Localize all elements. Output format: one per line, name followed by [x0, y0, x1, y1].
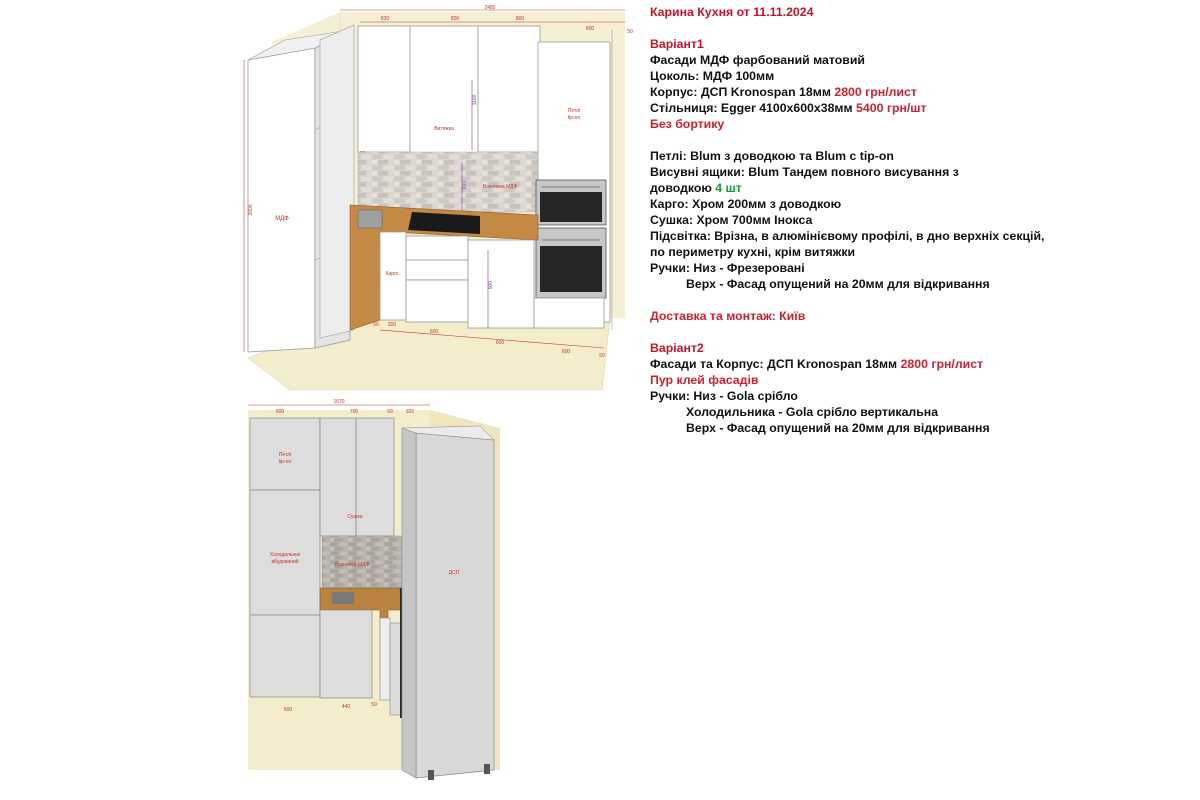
variant1-heading: Варіант1: [650, 37, 704, 51]
dim2-bottom-600: 600: [284, 707, 293, 713]
dim-height-total: 2600: [248, 204, 254, 215]
variant1-body-label: Корпус: ДСП Kronospan 18мм: [650, 85, 831, 99]
label2-fridge-1: Холодильник: [270, 552, 301, 558]
label2-backsplash: Вохнянка МДФ: [335, 562, 370, 568]
variant1-body: Корпус: ДСП Kronospan 18мм 2800 грн/лист: [650, 84, 1195, 100]
dim2-total-width: 1670: [333, 399, 344, 405]
label-tipon-top: tip-on: [568, 115, 581, 121]
dim-w5: 50: [627, 29, 633, 35]
variant1-countertop: Стільниця: Egger 4100х600х38мм 5400 грн/…: [650, 100, 1195, 116]
dim-w3: 800: [516, 16, 525, 22]
label-cargo: Карго: [386, 271, 399, 277]
variant1-body-price: 2800 грн/лист: [834, 85, 917, 99]
variant1-drawers-1: Висувні ящики: Blum Тандем повного висув…: [650, 165, 959, 179]
dim2-w4: 320: [406, 409, 415, 415]
variant2-facades-price: 2800 грн/лист: [900, 357, 984, 371]
dim-upper-height: 1100: [472, 94, 478, 105]
variant2-heading: Варіант2: [650, 341, 704, 355]
variant1-handles-2: Верх - Фасад опущений на 20мм для відкри…: [686, 277, 990, 291]
dim2-bottom-440: 440: [342, 704, 351, 710]
variant1-dryer: Сушка: Хром 700мм Інокса: [650, 213, 813, 227]
variant1-countertop-price: 5400 грн/шт: [856, 101, 927, 115]
label-hinges-top: Петлі: [568, 108, 580, 114]
variant1-hinges: Петлі: Blum з доводкою та Blum c tip-on: [650, 149, 894, 163]
dim2-w1: 600: [276, 409, 285, 415]
dim-bottom-600b: 600: [496, 340, 505, 346]
label2-chipboard: ДСП: [449, 570, 460, 576]
dim-total-width: 2480: [484, 5, 495, 11]
dim-w1: 830: [381, 16, 390, 22]
dim-bottom-600c: 600: [562, 349, 571, 355]
variant1-drawers-count: 4 шт: [715, 181, 742, 195]
variant1-cargo: Карго: Хром 200мм з доводкою: [650, 197, 842, 211]
variant1-delivery: Доставка та монтаж: Київ: [650, 309, 806, 323]
label-hood: Витяжка: [434, 126, 454, 132]
variant1-facades: Фасади МДФ фарбований матовий: [650, 53, 865, 67]
variant2-handles-3: Верх - Фасад опущений на 20мм для відкри…: [686, 421, 990, 435]
dim-w4: 600: [586, 26, 595, 32]
dim2-w3: 50: [387, 409, 393, 415]
dim-bottom-200: 200: [388, 322, 397, 328]
label-backsplash: Вохнянка МДФ: [483, 184, 518, 190]
kitchen-render-side: 1670 600 700 50 320 580 Петлі tip-on Хол…: [248, 399, 500, 780]
kitchen-render-front: 2480 830 800 800 600 50 580 460 2600 МДФ…: [243, 5, 633, 391]
variant2-handles-1: Ручки: Низ - Gola срібло: [650, 389, 798, 403]
dim-base-height: 900: [488, 281, 494, 290]
variant2-handles-2: Холодильника - Gola срібло вертикальна: [686, 405, 939, 419]
variant2-glue: Пур клей фасадів: [650, 373, 759, 387]
label-mdf: МДФ: [275, 216, 289, 222]
dim-backsplash: 690: [462, 181, 468, 190]
variant1-handles-1: Ручки: Низ - Фрезеровані: [650, 261, 805, 275]
spec-title: Карина Кухня от 11.11.2024: [650, 5, 814, 19]
variant1-lighting-1: Підсвітка: Врізна, в алюмінієвому профіл…: [650, 229, 1045, 243]
label2-hinges: Петлі: [279, 452, 291, 458]
variant1-countertop-label: Стільниця: Egger 4100х600х38мм: [650, 101, 853, 115]
variant1-no-edge: Без бортику: [650, 117, 725, 131]
variant2-facades-label: Фасади та Корпус: ДСП Kronospan 18мм: [650, 357, 898, 371]
variant1-drawers-2: доводкою 4 шт: [650, 180, 1195, 196]
variant1-lighting-2: по периметру кухні, крім витяжки: [650, 245, 856, 259]
spec-panel: Карина Кухня от 11.11.2024 Варіант1 Фаса…: [650, 4, 1195, 436]
dim2-w2: 700: [350, 409, 359, 415]
label2-tipon: tip-on: [279, 459, 292, 465]
dim2-bottom-50: 50: [371, 702, 377, 708]
variant1-plinth: Цоколь: МДФ 100мм: [650, 69, 775, 83]
dim-w2: 800: [451, 16, 460, 22]
dim-bottom-50: 50: [373, 322, 379, 328]
label2-fridge-2: вбудований: [271, 558, 298, 565]
label2-dryer: Сушка: [347, 514, 362, 520]
dim-bottom-600a: 600: [430, 329, 439, 335]
variant2-facades: Фасади та Корпус: ДСП Kronospan 18мм 280…: [650, 356, 1195, 372]
variant1-drawers-2-label: доводкою: [650, 181, 712, 195]
dim-bottom-50b: 50: [599, 353, 605, 359]
